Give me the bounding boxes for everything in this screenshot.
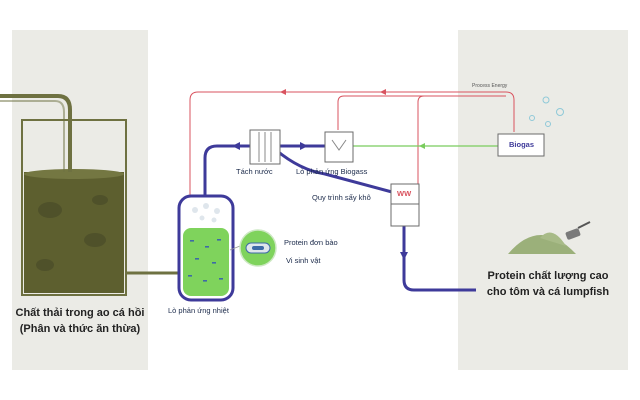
thermal-reactor-label: Lò phản ứng nhiệt: [168, 306, 229, 315]
waste-caption-line2: (Phân và thức ăn thừa): [19, 322, 141, 335]
water-separation-label: Tách nước: [236, 167, 273, 176]
product-caption-line1: Protein chất lượng cao: [487, 270, 609, 282]
thermal-reactor: [177, 194, 241, 302]
protein-powder: [508, 221, 591, 254]
biogas-label: Biogas: [509, 140, 535, 149]
drying-process-label: Quy trình sấy khô: [312, 193, 371, 202]
product-caption-line2: cho tôm và cá lumpfish: [486, 285, 610, 298]
biogas-line: [352, 143, 498, 149]
gas-bubbles: [529, 96, 564, 127]
product-caption: Protein chất lượng cao cho tôm và cá lum…: [468, 270, 628, 298]
microorganisms-label: Vi sinh vật: [286, 256, 321, 265]
process-energy-label: Process Energy: [472, 83, 508, 89]
waste-caption: Chất thải trong ao cá hồi (Phân và thức …: [4, 307, 156, 335]
biogas-reactor-label: Lò phản ứng Biogass: [296, 167, 368, 176]
energy-lines: [189, 89, 515, 195]
biogas-box: [497, 133, 545, 157]
dryer: [390, 183, 420, 227]
water-separator: [249, 129, 281, 165]
waste-caption-line1: Chất thải trong ao cá hồi: [15, 307, 145, 319]
protein-pipes: [203, 142, 476, 292]
biogas-reactor: [324, 131, 354, 163]
dryer-symbol: WW: [397, 189, 412, 198]
right-panel: [458, 30, 628, 370]
single-cell-protein-label: Protein đơn bào: [284, 238, 338, 247]
microbe-zoom-circle: [239, 229, 277, 267]
waste-tank: [0, 94, 127, 296]
